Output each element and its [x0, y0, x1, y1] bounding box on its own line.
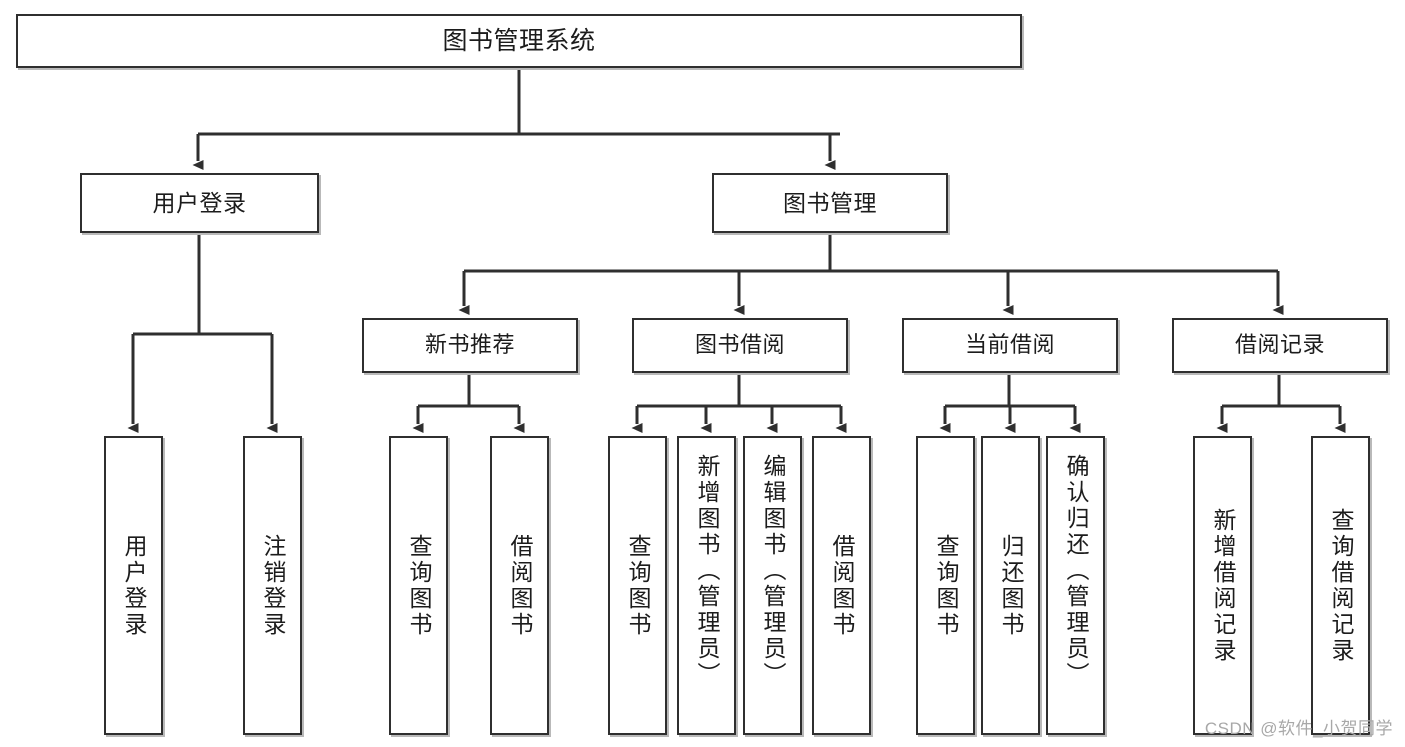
node-book-borrow[interactable]: 图书借阅 [632, 318, 848, 373]
node-label: 查询借阅记录 [1328, 507, 1354, 664]
watermark-text: CSDN @软件_小贺同学 [1204, 719, 1393, 738]
leaf-query-book-recommend[interactable]: 查询图书 [389, 436, 448, 735]
node-label: 用户登录 [152, 189, 247, 216]
node-label: 图书管理系统 [442, 26, 596, 55]
node-book-management[interactable]: 图书管理 [712, 173, 948, 233]
leaf-user-logout[interactable]: 注销登录 [243, 436, 302, 735]
node-label: 新书推荐 [424, 332, 515, 358]
node-label: 查询图书 [933, 533, 959, 638]
leaf-query-book-current[interactable]: 查询图书 [916, 436, 975, 735]
leaf-query-book-borrow[interactable]: 查询图书 [608, 436, 667, 735]
node-label: 查询图书 [625, 533, 651, 638]
node-label: 查询图书 [406, 533, 432, 638]
leaf-user-login[interactable]: 用户登录 [104, 436, 163, 735]
node-label: 注销登录 [260, 533, 286, 638]
leaf-add-borrow-record[interactable]: 新增借阅记录 [1193, 436, 1252, 735]
node-root-book-management-system[interactable]: 图书管理系统 [16, 14, 1022, 68]
node-label: 确认归还（管理员） [1063, 454, 1089, 688]
leaf-borrow-book[interactable]: 借阅图书 [812, 436, 871, 735]
node-label: 当前借阅 [964, 332, 1055, 358]
node-borrow-record[interactable]: 借阅记录 [1172, 318, 1388, 373]
node-label: 图书借阅 [694, 332, 785, 358]
leaf-add-book[interactable]: 新增图书（管理员） [677, 436, 736, 735]
node-label: 借阅图书 [829, 533, 855, 638]
leaf-query-borrow-record[interactable]: 查询借阅记录 [1311, 436, 1370, 735]
node-label: 图书管理 [783, 189, 877, 216]
node-label: 借阅图书 [507, 533, 533, 638]
node-label: 新增借阅记录 [1210, 507, 1236, 664]
node-label: 用户登录 [121, 533, 147, 638]
node-current-borrow[interactable]: 当前借阅 [902, 318, 1118, 373]
node-label: 新增图书（管理员） [694, 454, 720, 688]
node-label: 归还图书 [998, 533, 1024, 638]
leaf-edit-book[interactable]: 编辑图书（管理员） [743, 436, 802, 735]
node-label: 编辑图书（管理员） [760, 454, 786, 688]
leaf-borrow-book-recommend[interactable]: 借阅图书 [490, 436, 549, 735]
node-new-book-recommend[interactable]: 新书推荐 [362, 318, 578, 373]
leaf-return-book[interactable]: 归还图书 [981, 436, 1040, 735]
leaf-confirm-return[interactable]: 确认归还（管理员） [1046, 436, 1105, 735]
node-label: 借阅记录 [1234, 332, 1325, 358]
node-user-login[interactable]: 用户登录 [80, 173, 319, 233]
